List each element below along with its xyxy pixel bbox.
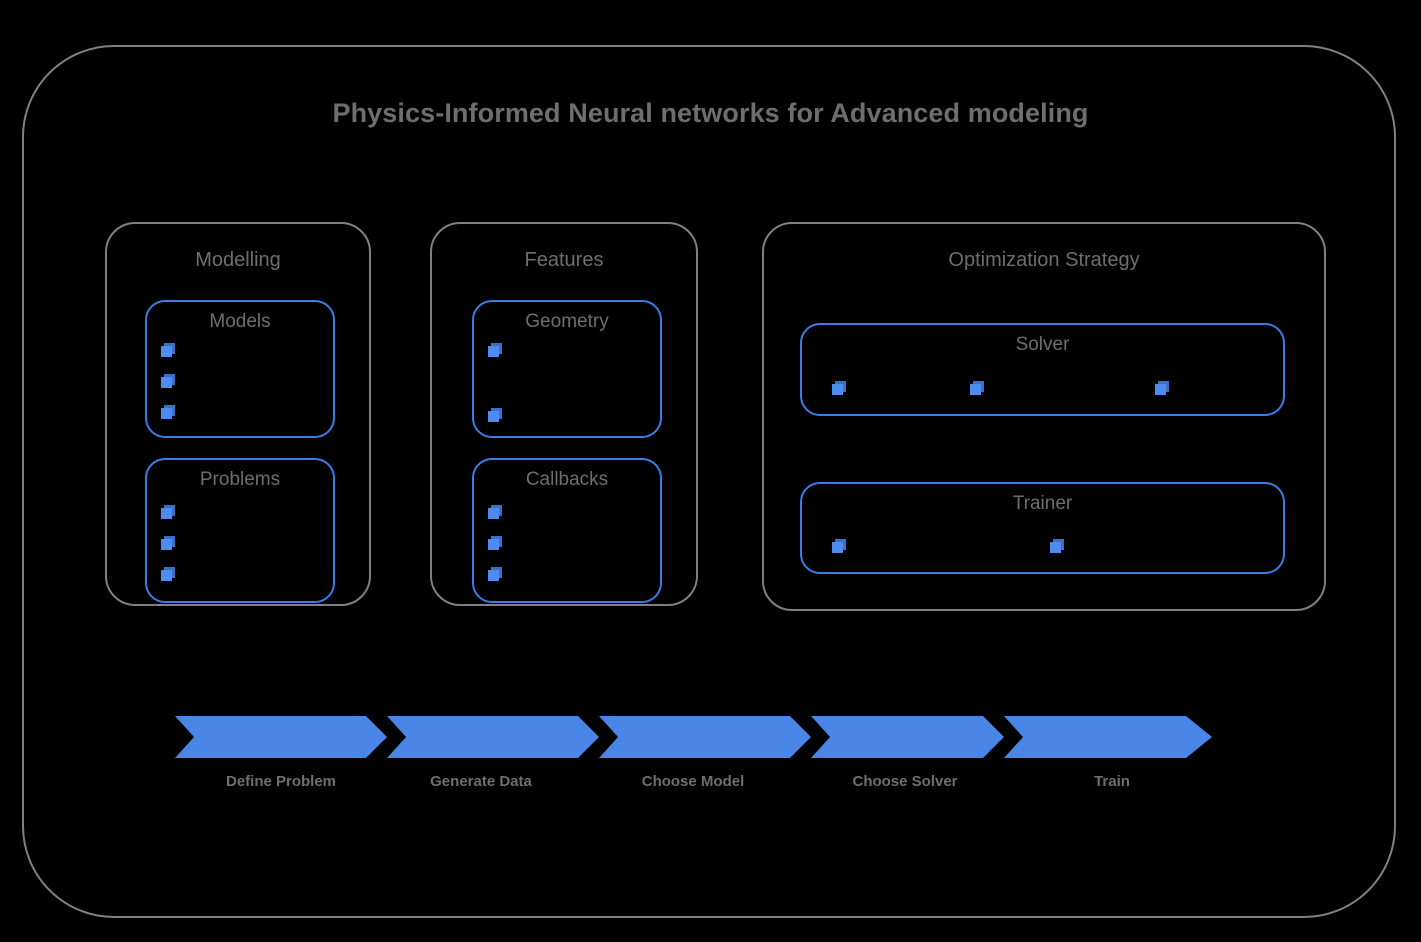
box-problems[interactable]: Problems	[145, 458, 335, 603]
box-models-title: Models	[209, 311, 271, 332]
panel-features: Features	[430, 222, 698, 606]
box-problems-title: Problems	[199, 469, 281, 490]
box-solver-title: Solver	[1015, 334, 1070, 355]
chevron-right-icon[interactable]	[811, 716, 1004, 758]
chevron-right-icon[interactable]	[1004, 716, 1212, 758]
box-callbacks[interactable]: Callbacks	[472, 458, 662, 603]
panel-modelling: Modelling	[105, 222, 371, 606]
cube-icon	[161, 343, 175, 357]
panel-features-title: Features	[524, 249, 604, 271]
panel-optimization-strategy: Optimization Strategy	[762, 222, 1326, 611]
workflow-step-label: Generate Data	[430, 773, 532, 790]
cube-icon	[488, 343, 502, 357]
diagram-outer-container	[22, 45, 1396, 918]
workflow-step-label: Choose Model	[641, 773, 745, 790]
cube-icon	[1050, 539, 1064, 553]
panel-optimization-strategy-title: Optimization Strategy	[948, 249, 1140, 271]
cube-icon	[488, 408, 502, 422]
cube-icon	[488, 536, 502, 550]
cube-icon	[488, 505, 502, 519]
box-geometry[interactable]: Geometry	[472, 300, 662, 438]
cube-icon	[161, 567, 175, 581]
cube-icon	[161, 505, 175, 519]
cube-icon	[832, 381, 846, 395]
box-models[interactable]: Models	[145, 300, 335, 438]
cube-icon	[1155, 381, 1169, 395]
workflow-step-label: Choose Solver	[852, 773, 958, 790]
workflow-arrow-flow	[0, 716, 1421, 758]
cube-icon	[161, 536, 175, 550]
box-geometry-title: Geometry	[525, 311, 609, 332]
cube-icon	[832, 539, 846, 553]
chevron-right-icon[interactable]	[175, 716, 387, 758]
box-callbacks-title: Callbacks	[525, 469, 609, 490]
chevron-right-icon[interactable]	[387, 716, 599, 758]
box-trainer[interactable]: Trainer	[800, 482, 1285, 574]
cube-icon	[161, 405, 175, 419]
page-title: Physics-Informed Neural networks for Adv…	[332, 98, 1089, 128]
workflow-step-label: Train	[1094, 773, 1130, 790]
cube-icon	[970, 381, 984, 395]
cube-icon	[488, 567, 502, 581]
cube-icon	[161, 374, 175, 388]
box-solver[interactable]: Solver	[800, 323, 1285, 416]
workflow-step-label: Define Problem	[225, 773, 337, 790]
box-trainer-title: Trainer	[1012, 493, 1073, 514]
chevron-right-icon[interactable]	[599, 716, 811, 758]
panel-modelling-title: Modelling	[195, 249, 281, 271]
